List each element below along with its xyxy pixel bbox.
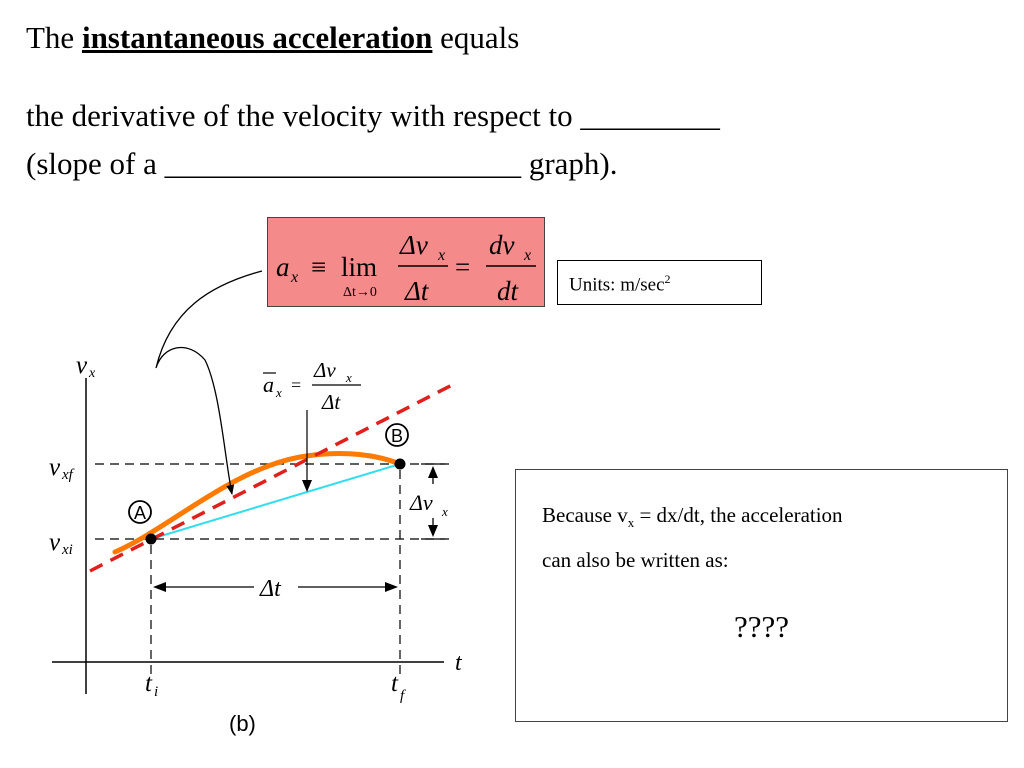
formula-num1: Δv xyxy=(399,230,428,260)
definition-line: the derivative of the velocity with resp… xyxy=(26,98,720,133)
velocity-curve xyxy=(112,451,403,555)
formula-equiv: ≡ xyxy=(311,252,326,282)
formula-lhs-var: a xyxy=(276,252,290,282)
units-sup: 2 xyxy=(664,272,671,286)
info-box: Because vx = dx/dt, the acceleration can… xyxy=(515,469,1008,722)
formula-lhs-sub: x xyxy=(290,269,298,286)
vxf-label: v xyxy=(49,454,61,481)
title-post: equals xyxy=(432,20,520,55)
y-axis-label-sub: x xyxy=(88,366,96,381)
delta-t-arrowhead-right xyxy=(385,582,398,592)
point-a-label: A xyxy=(134,503,146,523)
delta-v-label-sub: x xyxy=(441,504,448,519)
formula-num2-sub: x xyxy=(523,247,531,264)
avg-accel-pointer-head xyxy=(302,480,312,492)
avg-accel-var: a xyxy=(263,372,274,397)
title-line: The instantaneous acceleration equals xyxy=(26,20,519,56)
info-line1-sub: x xyxy=(627,515,635,531)
info-question: ???? xyxy=(733,609,790,644)
info-line1-pre: Because v xyxy=(542,503,628,527)
avg-accel-sub: x xyxy=(275,385,282,400)
delta-v-arrowhead-top xyxy=(428,466,438,478)
formula-den1: Δt xyxy=(404,276,430,306)
delta-v-arrowhead-bottom xyxy=(428,525,438,537)
formula-lim: lim xyxy=(341,252,377,282)
formula-box: a x ≡ lim Δt→0 Δv x Δt = dv x dt xyxy=(267,217,545,307)
figure-caption: (b) xyxy=(229,711,256,736)
delta-t-arrowhead-left xyxy=(153,582,166,592)
point-a-dot xyxy=(145,533,157,545)
tangent-line xyxy=(89,383,453,573)
ti-label: t xyxy=(145,670,153,697)
avg-accel-eq: = xyxy=(291,375,301,395)
info-line2: can also be written as: xyxy=(542,548,729,572)
y-axis-label: v xyxy=(76,352,88,379)
delta-t-label: Δt xyxy=(259,576,282,602)
vxf-label-sub: xf xyxy=(61,467,75,483)
point-a-marker xyxy=(128,500,152,524)
formula-pointer-arrow xyxy=(155,270,263,495)
avg-accel-num: Δv xyxy=(313,358,336,382)
point-b-marker xyxy=(385,423,409,447)
average-chord xyxy=(150,463,401,540)
title-pre: The xyxy=(26,20,82,55)
formula-eq: = xyxy=(455,252,470,282)
avg-accel-den: Δt xyxy=(321,390,341,414)
info-line1: Because vx = dx/dt, the acceleration xyxy=(542,503,843,531)
vxi-label-sub: xi xyxy=(61,542,73,558)
point-b-dot xyxy=(394,458,406,470)
info-line1-post: = dx/dt, the acceleration xyxy=(634,503,843,527)
x-axis-label: t xyxy=(455,650,463,676)
delta-v-label: Δv xyxy=(409,490,433,515)
ti-label-sub: i xyxy=(154,684,158,700)
formula-den2: dt xyxy=(497,276,520,306)
formula-svg: a x ≡ lim Δt→0 Δv x Δt = dv x dt xyxy=(276,230,536,306)
units-box: Units: m/sec2 xyxy=(557,260,762,305)
avg-accel-num-sub: x xyxy=(345,370,352,385)
formula-lim-sub: Δt→0 xyxy=(343,285,377,300)
slope-line: (slope of a _______________________ grap… xyxy=(26,146,618,181)
units-text: Units: m/sec xyxy=(569,274,665,296)
formula-num2: dv xyxy=(489,230,515,260)
point-b-label: B xyxy=(391,426,403,446)
vxi-label: v xyxy=(49,529,61,556)
tf-label-sub: f xyxy=(400,688,406,704)
tf-label: t xyxy=(391,670,399,697)
title-term: instantaneous acceleration xyxy=(81,20,433,55)
formula-num1-sub: x xyxy=(437,247,445,264)
